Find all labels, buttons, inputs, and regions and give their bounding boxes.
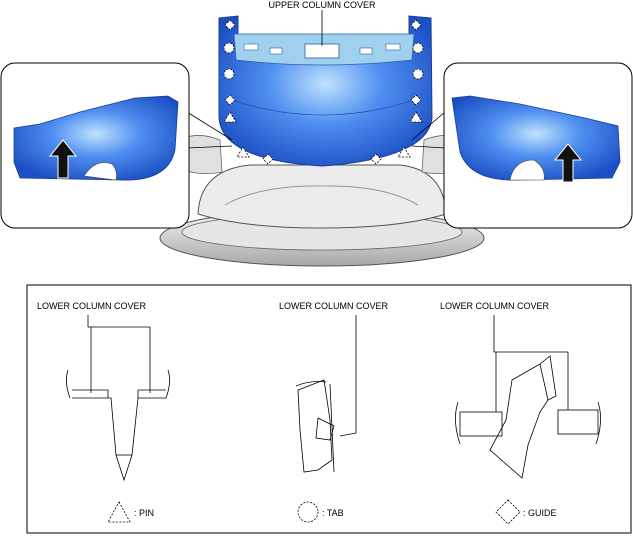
guide-markers [224,19,422,165]
column-cover-assembly: UPPER COLUMN COVER [218,0,433,167]
tab-circle-icon [297,501,319,523]
callout-lower-column-cover-3: LOWER COLUMN COVER [440,301,550,311]
tab-detail: LOWER COLUMN COVER : TAB [279,301,389,523]
tab-key-label: : TAB [322,508,344,518]
legend-panel: LOWER COLUMN COVER : PIN LOWER COLUMN CO… [26,284,632,534]
pin-triangle-icon [107,501,131,523]
callout-lower-column-cover-2: LOWER COLUMN COVER [279,301,389,311]
pin-key-label: : PIN [134,508,154,518]
tab-markers [223,42,424,80]
callout-lower-column-cover-1: LOWER COLUMN COVER [37,301,147,311]
pin-markers [223,111,423,158]
guide-detail: LOWER COLUMN COVER : GUIDE [440,301,601,525]
guide-diamond-icon [495,499,521,525]
arrow-up-icon [553,143,583,183]
pin-detail: LOWER COLUMN COVER : PIN [37,301,170,523]
right-detail-view [411,62,633,229]
left-detail-view [0,62,233,229]
arrow-up-icon [48,139,78,179]
upper-column-cover-label: UPPER COLUMN COVER [268,0,376,10]
guide-key-label: : GUIDE [523,508,557,518]
